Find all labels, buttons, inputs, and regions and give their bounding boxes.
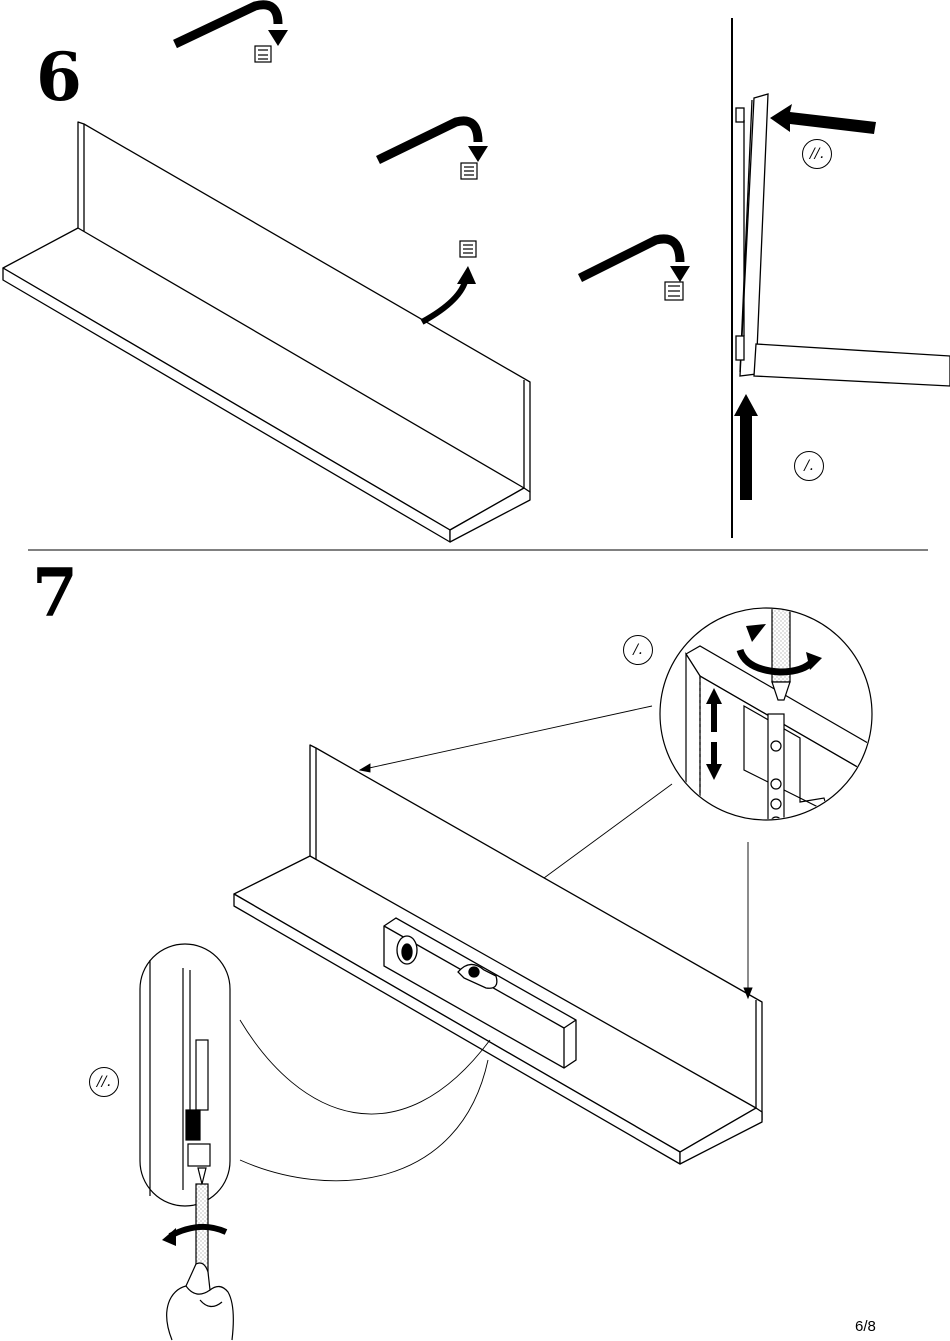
rotation-arrow-icon	[162, 1227, 226, 1246]
step7-shelf	[234, 745, 762, 1164]
step6-callout-i: /.	[794, 451, 824, 481]
step-7-number: 7	[32, 560, 78, 626]
mounting-bracket-icon	[461, 163, 477, 179]
step7-callout-ii: //.	[89, 1067, 119, 1097]
step6-lift-arrow-i	[734, 394, 758, 500]
step6-push-arrow-ii	[770, 104, 876, 134]
step-6-number: 6	[36, 44, 82, 110]
hand-icon	[167, 1263, 234, 1340]
step6-arrow-3	[422, 266, 476, 322]
step6-arrow-2	[378, 121, 488, 162]
detail-circle-ii	[140, 944, 233, 1340]
mounting-bracket-icon	[460, 241, 476, 257]
page-number: 6/8	[855, 1318, 876, 1335]
step6-arrow-4	[580, 239, 690, 282]
step7-callout-i: /.	[623, 635, 653, 665]
step6-callout-ii: //.	[802, 139, 832, 169]
mounting-bracket-icon	[665, 282, 683, 300]
step6-shelf	[3, 122, 530, 542]
step6-arrow-1	[175, 5, 288, 46]
step6-side-view-shelf	[736, 94, 950, 386]
mounting-bracket-icon	[255, 46, 271, 62]
detail-circle-i	[660, 580, 880, 860]
